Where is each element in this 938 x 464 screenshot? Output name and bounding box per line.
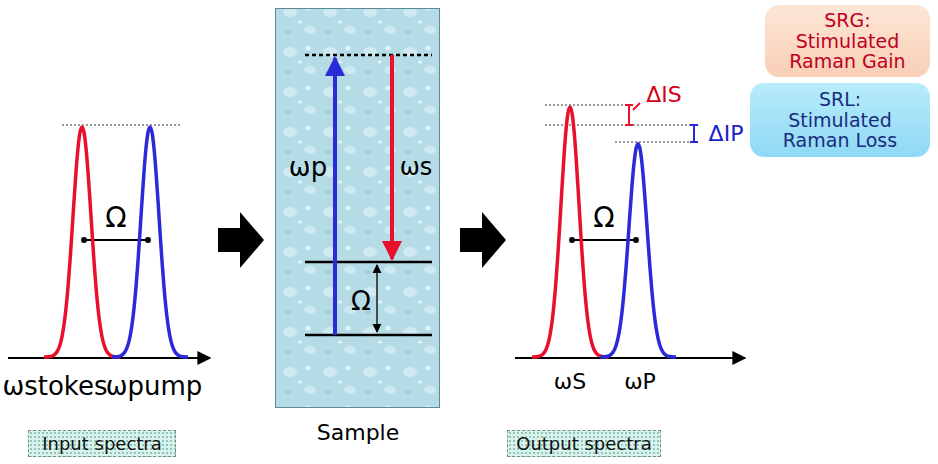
process-arrow bbox=[218, 212, 264, 268]
frequency-axis bbox=[515, 357, 745, 359]
box-text: ωp bbox=[289, 153, 327, 182]
process-arrow bbox=[460, 212, 506, 268]
box-text: Ω bbox=[351, 287, 371, 316]
spectral-peak bbox=[600, 144, 676, 357]
level-guide bbox=[615, 142, 697, 143]
box-text: Output spectra bbox=[516, 434, 652, 454]
pump-arrow bbox=[333, 58, 337, 335]
sample-box: ωpωsΩSample bbox=[275, 8, 440, 408]
box-text: Input spectra bbox=[42, 434, 162, 454]
axis-label: ωstokes bbox=[2, 372, 107, 401]
spectral-peak bbox=[112, 127, 188, 357]
level-guide bbox=[545, 105, 632, 106]
srg-box: SRG:Stimulated Raman Gain bbox=[765, 5, 930, 77]
sample-water bbox=[275, 8, 440, 408]
spectral-peak bbox=[44, 127, 120, 357]
level-guide bbox=[62, 125, 180, 126]
box-text: Stimulated Raman Loss bbox=[758, 110, 922, 152]
gain-bracket bbox=[625, 103, 640, 125]
srl-box: SRL:Stimulated Raman Loss bbox=[750, 83, 930, 157]
shift-label: Ω bbox=[593, 203, 614, 234]
stokes-arrow bbox=[390, 55, 394, 259]
box-text: Stimulated Raman Gain bbox=[773, 31, 922, 73]
axis-label: ωP bbox=[624, 370, 656, 394]
box-text: ωs bbox=[400, 154, 433, 180]
axis-label: ωS bbox=[554, 370, 586, 394]
axis-label: ωpump bbox=[106, 372, 203, 401]
box-text: Sample bbox=[317, 421, 400, 445]
ground-level bbox=[305, 334, 432, 337]
gain-label: ΔIS bbox=[646, 83, 682, 107]
box-heading: SRL: bbox=[819, 89, 861, 110]
virtual-level bbox=[305, 54, 432, 57]
omega-bracket bbox=[376, 265, 377, 332]
caption-box: Output spectra bbox=[507, 430, 661, 457]
vibrational-level bbox=[305, 261, 432, 264]
loss-bracket bbox=[690, 125, 698, 142]
loss-label: ΔIP bbox=[709, 122, 744, 146]
shift-label: Ω bbox=[105, 203, 126, 234]
caption-box: Input spectra bbox=[28, 430, 176, 457]
box-heading: SRG: bbox=[824, 10, 870, 31]
